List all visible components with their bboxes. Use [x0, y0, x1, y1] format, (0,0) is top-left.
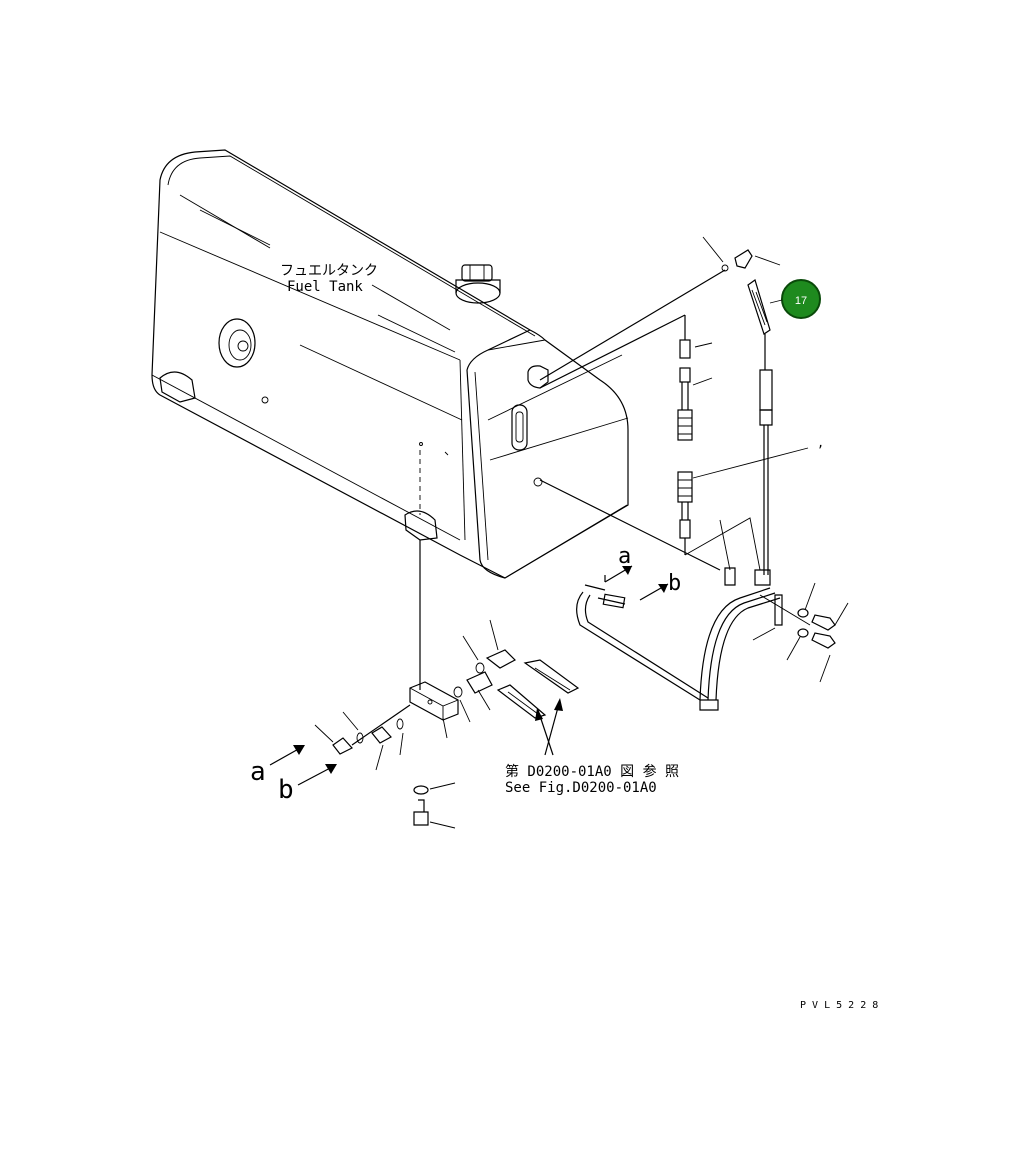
tank-label-en: Fuel Tank: [287, 279, 363, 295]
reference-label-en: See Fig.D0200-01A0: [505, 780, 657, 796]
flow-arrows-left: a b: [250, 745, 337, 805]
filler-cap: [455, 264, 501, 304]
fuel-tank: [151, 149, 629, 579]
pipe-bracket-frame: [576, 567, 849, 711]
tick-mark: ,: [817, 436, 824, 450]
hose-part-17: [747, 279, 773, 575]
hose-assembly-left: [677, 315, 809, 571]
lower-manifold: [314, 442, 580, 829]
callout-17[interactable]: 17: [769, 279, 821, 319]
fuel-line-upper: [539, 236, 781, 571]
flow-arrows-right: a b: [604, 544, 681, 601]
drawing-code: P V L 5 2 2 8: [800, 1000, 878, 1011]
callout-number: 17: [795, 295, 807, 307]
letter-a-left: a: [250, 757, 266, 787]
letter-b-left: b: [278, 775, 294, 805]
letter-a-right: a: [618, 544, 631, 569]
letter-b-right: b: [668, 571, 681, 596]
tank-label-jp: フュエルタンク: [280, 263, 378, 279]
gauge-port: [218, 318, 256, 368]
front-slot: [511, 404, 528, 451]
reference-label-jp: 第 D0200-01A0 図 参 照: [505, 763, 679, 780]
